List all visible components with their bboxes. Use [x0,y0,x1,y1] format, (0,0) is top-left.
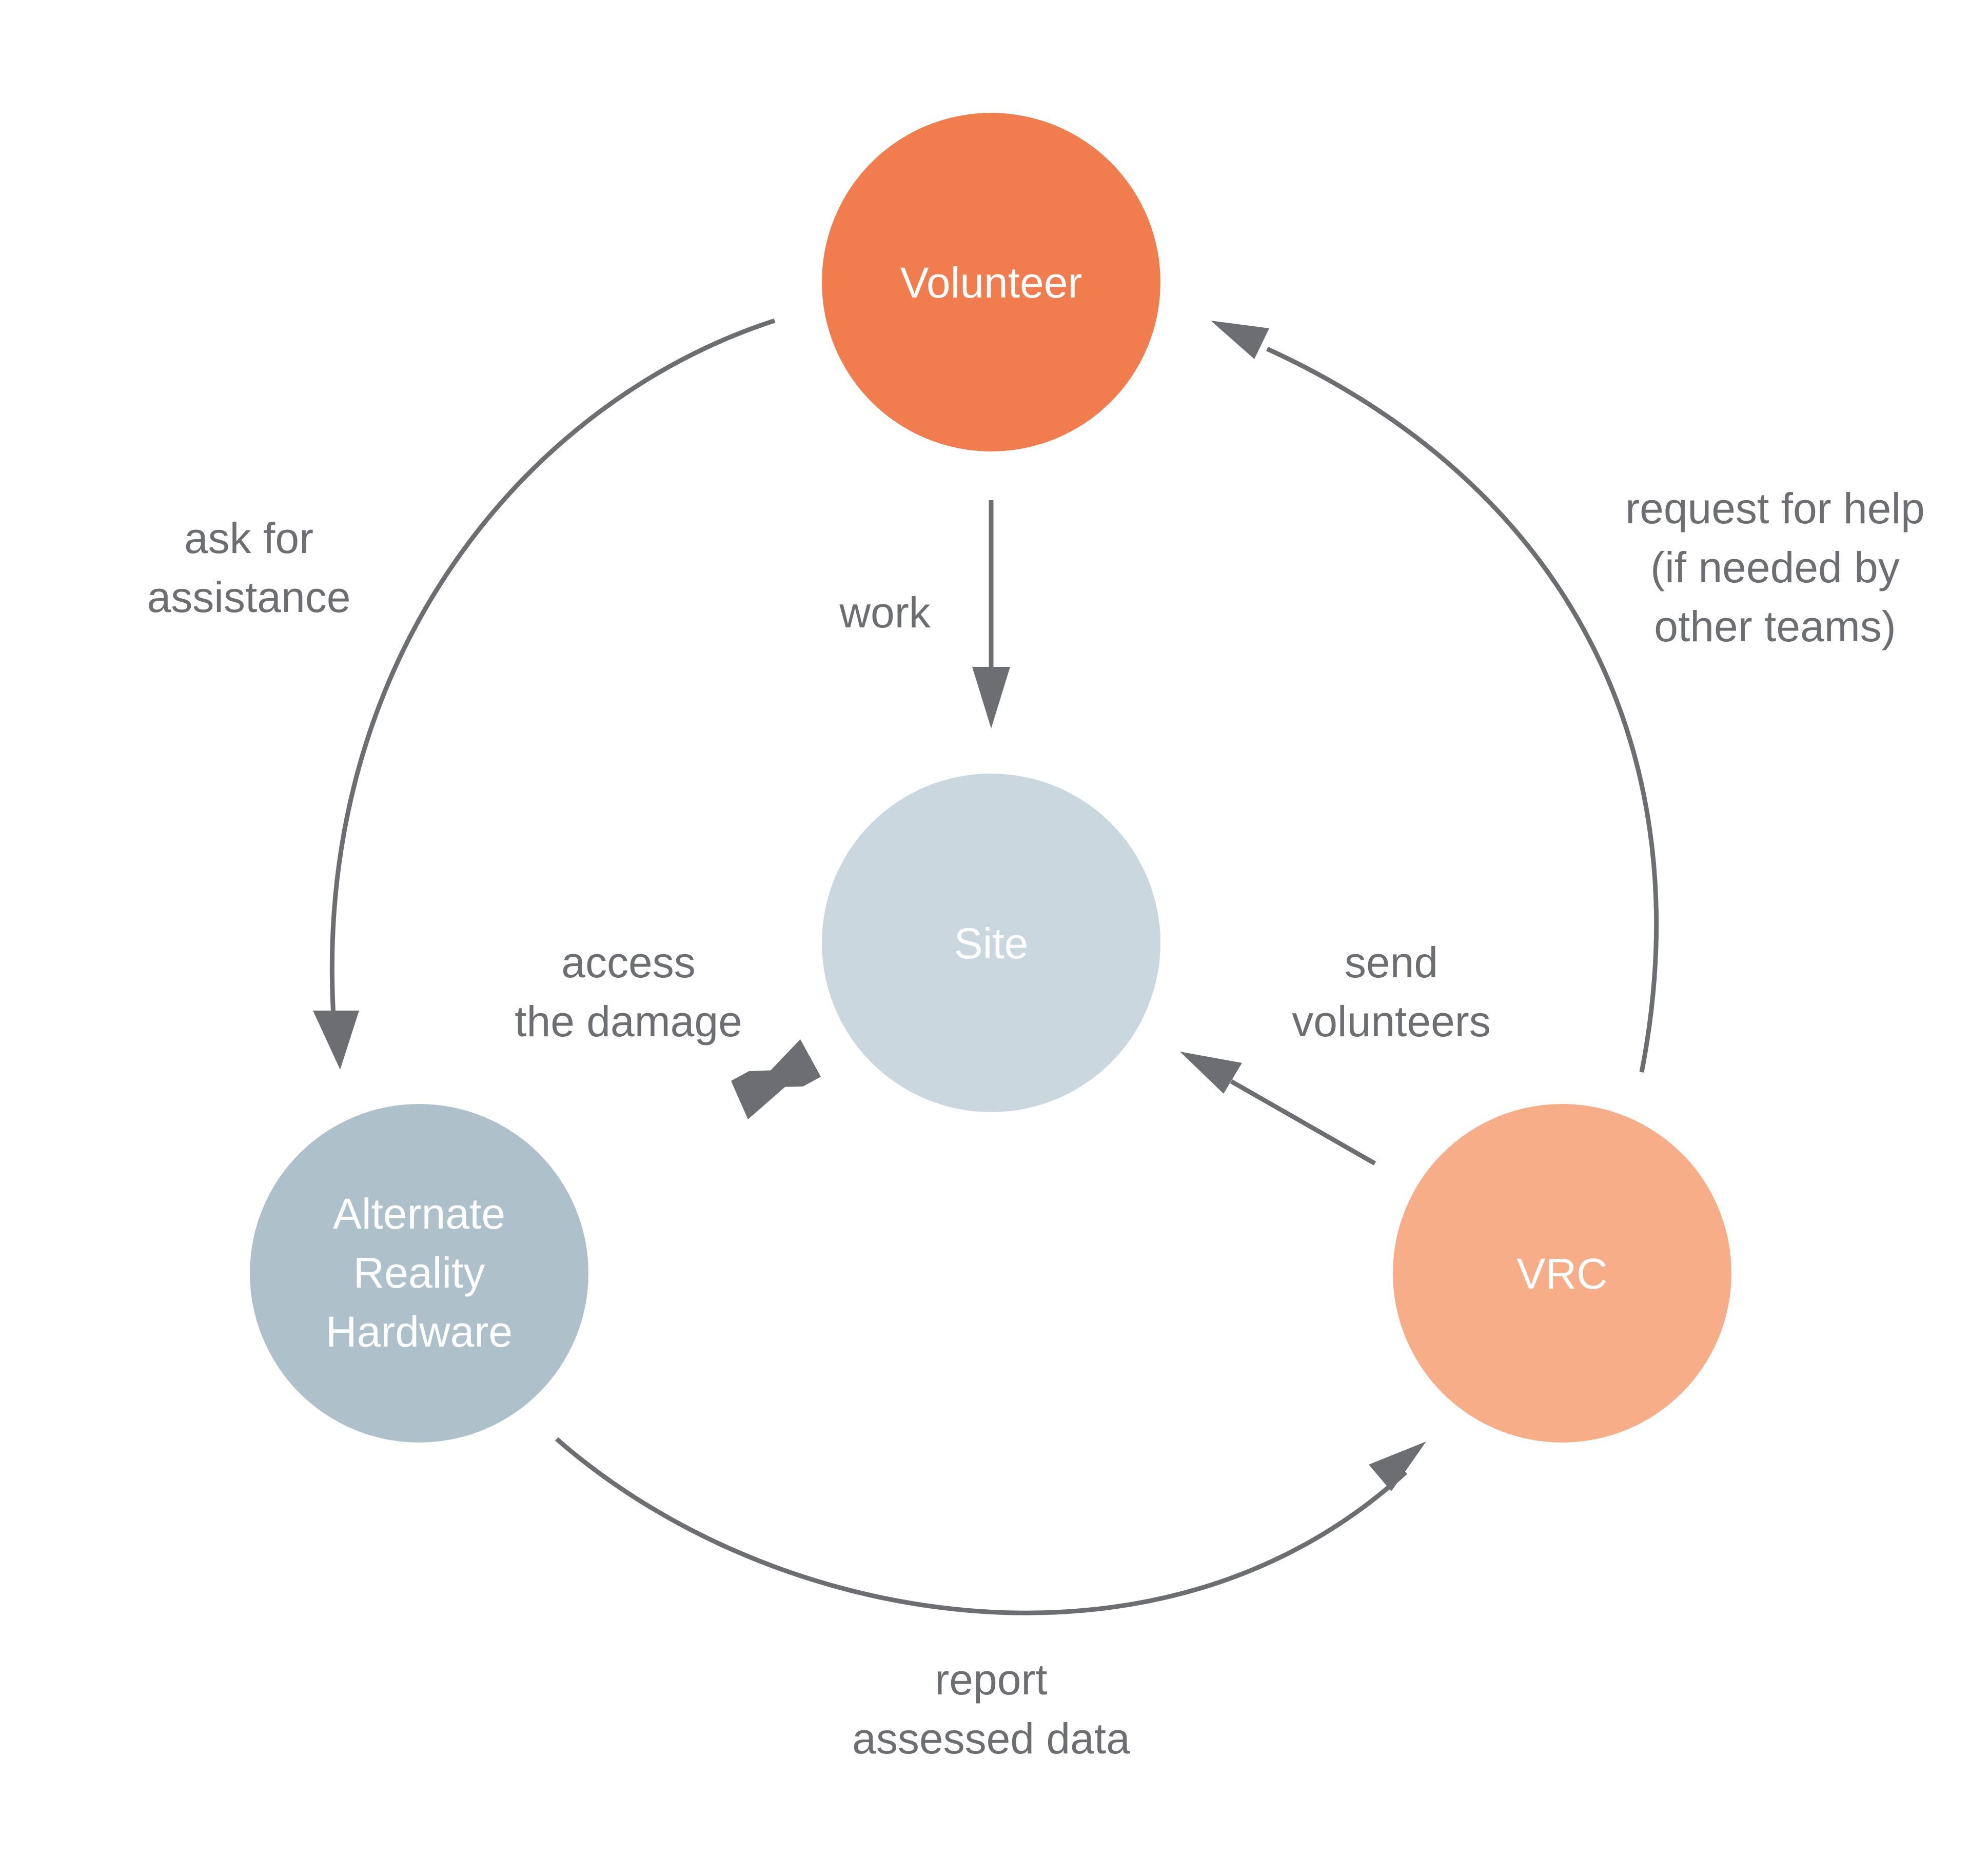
edge-report-assessed-data [555,1437,1408,1615]
label-report-assessed-data-line-1: report [935,1655,1047,1704]
label-ask-for-assistance-line-2: assistance [147,573,351,621]
label-access-the-damage-line-1: access [561,938,695,986]
node-vrc: VRC [1393,1104,1731,1443]
node-alternate-reality-hardware-circle [250,1104,588,1443]
edge-ask-for-assistance [329,318,776,1016]
arrowhead-icon [1211,321,1269,359]
node-volunteer-circle [822,113,1160,451]
arrowhead-icon [313,1011,359,1070]
node-site-circle [822,774,1160,1112]
label-ask-for-assistance-line-1: ask for [184,514,313,562]
label-access-the-damage-line-2: the damage [515,997,742,1045]
node-alternate-reality-hardware-label-line-1: Alternate [333,1190,505,1238]
node-alternate-reality-hardware: Alternate Reality Hardware [250,1104,588,1443]
node-site: Site [822,774,1160,1112]
node-alternate-reality-hardware-label-line-3: Hardware [326,1308,513,1356]
arrowhead-icon [1180,1052,1242,1094]
edge-request-for-help [1266,346,1659,1073]
arrowhead-icon [972,667,1010,728]
node-alternate-reality-hardware-label-line-2: Reality [353,1249,485,1297]
nodes: Volunteer Site Alternate Reality Hardwar… [250,113,1731,1443]
node-volunteer-label: Volunteer [900,259,1082,307]
arrowhead-icon [731,1069,805,1119]
edge-send-volunteers [1230,1079,1376,1166]
label-send-volunteers-line-2: volunteers [1292,997,1491,1045]
node-site-label: Site [954,919,1029,967]
edges [313,318,1659,1615]
edge-labels: ask for assistance work request for help… [147,484,1925,1763]
label-report-assessed-data-line-2: assessed data [852,1714,1130,1763]
label-send-volunteers-line-1: send [1345,938,1438,986]
label-work: work [839,588,931,637]
label-request-for-help-line-3: other teams) [1654,602,1896,650]
node-vrc-label: VRC [1516,1250,1607,1298]
label-request-for-help-line-1: request for help [1625,484,1925,532]
node-vrc-circle [1393,1104,1731,1443]
label-request-for-help-line-2: (if needed by [1650,543,1900,591]
node-volunteer: Volunteer [822,113,1160,451]
arrowhead-icon [1369,1441,1426,1491]
